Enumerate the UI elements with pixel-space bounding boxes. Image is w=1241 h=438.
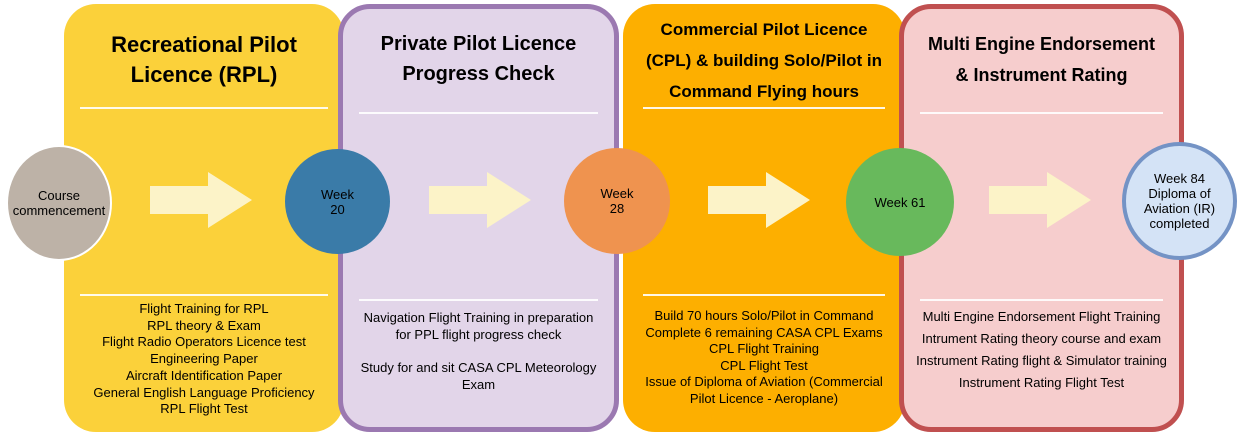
progress-arrow-icon bbox=[429, 172, 531, 228]
milestone-label: 28 bbox=[609, 201, 625, 216]
title-line: Progress Check bbox=[402, 63, 555, 85]
ppl-stage-items: Navigation Flight Training in preparatio… bbox=[347, 310, 610, 394]
ppl-stage-title: Private Pilot Licence Progress Check bbox=[349, 29, 608, 89]
progress-arrow-icon bbox=[150, 172, 252, 228]
list-item: General English Language Proficiency bbox=[93, 384, 315, 400]
list-item: Issue of Diploma of Aviation (Commercial bbox=[645, 374, 883, 389]
milestone-label: 20 bbox=[330, 201, 345, 217]
milestone-label: Week 84 bbox=[1153, 171, 1206, 186]
ir-stage-title: Multi Engine Endorsement & Instrument Ra… bbox=[910, 29, 1173, 91]
divider bbox=[359, 112, 598, 114]
milestone-label: Week bbox=[321, 186, 354, 202]
list-item: Exam bbox=[461, 377, 496, 393]
title-line: & Instrument Rating bbox=[955, 65, 1128, 85]
list-item: Flight Radio Operators Licence test bbox=[102, 334, 306, 350]
milestone-label: Diploma of bbox=[1148, 186, 1211, 201]
progress-arrow-icon bbox=[989, 172, 1091, 228]
divider bbox=[643, 294, 885, 296]
list-item: Navigation Flight Training in preparatio… bbox=[363, 310, 594, 325]
milestone-label: commencement bbox=[12, 203, 106, 218]
cpl-stage-items: Build 70 hours Solo/Pilot in Command Com… bbox=[627, 308, 901, 407]
divider bbox=[643, 107, 885, 109]
list-item: Pilot Licence - Aeroplane) bbox=[689, 390, 839, 406]
milestone-week-20: Week 20 bbox=[285, 149, 390, 254]
divider bbox=[80, 107, 328, 109]
list-item: Aircraft Identification Paper bbox=[125, 367, 283, 383]
spacer bbox=[347, 343, 610, 360]
cpl-stage-title: Commercial Pilot Licence (CPL) & buildin… bbox=[629, 14, 899, 107]
rpl-stage-items: Flight Training for RPL RPL theory & Exa… bbox=[68, 301, 340, 418]
milestone-week-61: Week 61 bbox=[846, 148, 954, 256]
list-item: Intrument Rating theory course and exam bbox=[921, 331, 1162, 346]
list-item: CPL Flight Training bbox=[708, 341, 820, 356]
list-item: Complete 6 remaining CASA CPL Exams bbox=[645, 324, 883, 340]
milestone-label: Aviation (IR) bbox=[1143, 201, 1216, 216]
milestone-label: Course bbox=[38, 188, 80, 203]
milestone-label: completed bbox=[1149, 216, 1210, 231]
rpl-stage-title: Recreational Pilot Licence (RPL) bbox=[70, 30, 338, 90]
list-item: CPL Flight Test bbox=[720, 357, 808, 373]
milestone-week-84: Week 84 Diploma of Aviation (IR) complet… bbox=[1122, 142, 1237, 260]
progress-arrow-icon bbox=[708, 172, 810, 228]
list-item: Flight Training for RPL bbox=[139, 301, 269, 316]
title-line: Multi Engine Endorsement bbox=[927, 34, 1155, 54]
list-item: Build 70 hours Solo/Pilot in Command bbox=[654, 308, 874, 323]
divider bbox=[80, 294, 328, 296]
milestone-label: Week 61 bbox=[874, 194, 926, 210]
title-line: Commercial Pilot Licence bbox=[660, 20, 868, 39]
milestone-label: Week bbox=[600, 186, 634, 201]
title-line: Private Pilot Licence bbox=[380, 33, 577, 55]
list-item: Instrument Rating flight & Simulator tra… bbox=[916, 353, 1167, 368]
divider bbox=[359, 299, 598, 301]
ir-stage-items: Multi Engine Endorsement Flight Training… bbox=[908, 306, 1175, 394]
title-line: Recreational Pilot bbox=[111, 32, 297, 57]
divider bbox=[920, 112, 1163, 114]
list-item: Multi Engine Endorsement Flight Training bbox=[922, 309, 1161, 324]
milestone-week-28: Week 28 bbox=[564, 148, 670, 254]
title-line: (CPL) & building Solo/Pilot in bbox=[645, 51, 883, 70]
list-item: Study for and sit CASA CPL Meteorology bbox=[360, 360, 597, 376]
list-item: RPL theory & Exam bbox=[147, 317, 261, 333]
title-line: Licence (RPL) bbox=[130, 62, 278, 87]
list-item: Instrument Rating Flight Test bbox=[958, 375, 1125, 390]
divider bbox=[920, 299, 1163, 301]
list-item: Engineering Paper bbox=[150, 351, 258, 367]
list-item: RPL Flight Test bbox=[160, 401, 248, 417]
title-line: Command Flying hours bbox=[669, 82, 859, 101]
list-item: for PPL flight progress check bbox=[395, 326, 562, 342]
milestone-course-commencement: Course commencement bbox=[6, 145, 112, 261]
